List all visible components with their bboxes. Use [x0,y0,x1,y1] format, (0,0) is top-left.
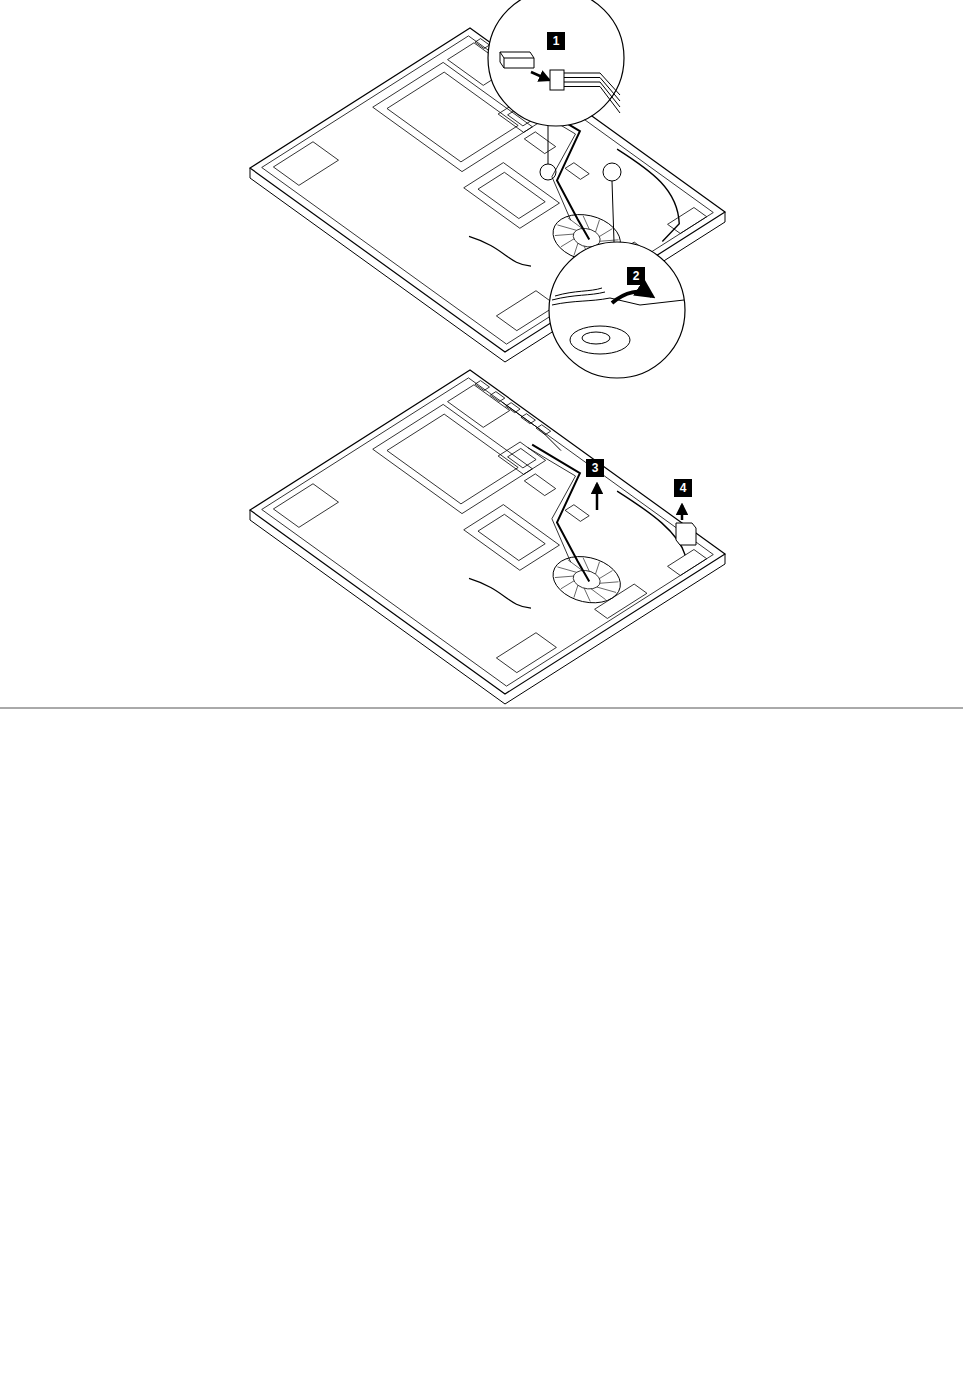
base-cover [250,370,725,704]
detail-magnifier [488,0,624,180]
page-rule [0,708,963,709]
callout-number: 4 [674,479,692,497]
callout-number: 3 [586,459,604,477]
callout-number: 1 [547,32,565,50]
detail-magnifier [549,163,685,378]
callout-number: 2 [627,267,645,285]
